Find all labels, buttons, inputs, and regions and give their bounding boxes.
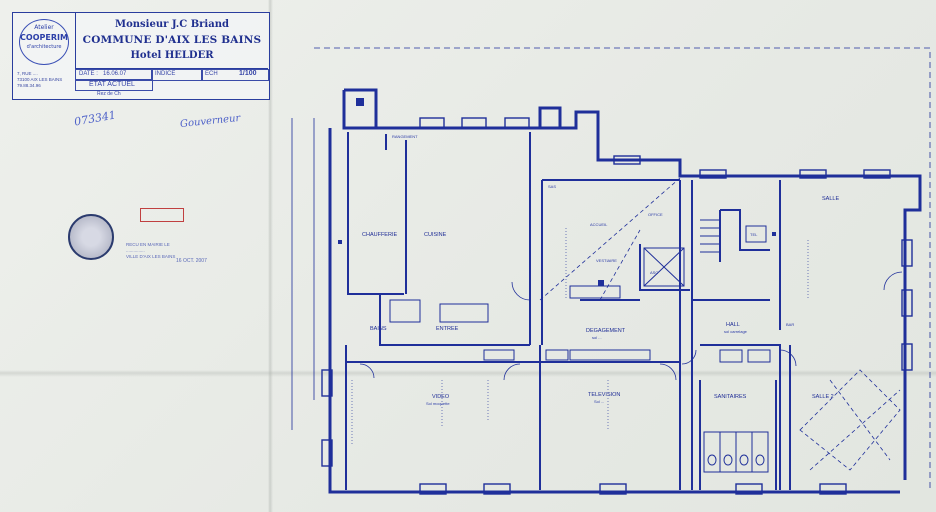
stamp-line2: d'architecture [26, 44, 62, 50]
state-cell [75, 79, 153, 91]
room-accueil: ACCUEIL [590, 222, 608, 227]
room-chaufferie: CHAUFFERIE [362, 232, 397, 238]
room-degagement-floor: sol ... [592, 335, 602, 340]
state-label: ETAT ACTUEL [89, 81, 135, 88]
firm-address: 7, RUE .... 73100 AIX LES BAINS 79.88.34… [17, 71, 71, 89]
room-hall: HALL [726, 322, 740, 328]
title-block: Atelier COOPERIM d'architecture 7, RUE .… [12, 12, 270, 100]
stamp-line1: Atelier [34, 24, 54, 31]
wc-blocks [703, 431, 769, 473]
windows [321, 117, 913, 495]
room-bar: BAR [786, 322, 794, 327]
room-labels: CHAUFFERIE CUISINE BAINS ENTREE DEGAGEME… [362, 134, 839, 406]
room-degagement: DEGAGEMENT [586, 328, 626, 334]
title-main: Monsieur J.C Briand COMMUNE D'AIX LES BA… [75, 13, 268, 69]
boundary-line [291, 118, 315, 430]
room-salle: SALLE [822, 196, 839, 202]
date-cell [75, 69, 153, 81]
scale-label: ECH [205, 71, 218, 77]
reception-stamp: RECU EN MAIRIE LE ............... VILLE … [126, 242, 175, 260]
room-television: TELEVISION [588, 392, 620, 398]
address-line: 7, RUE .... [17, 71, 38, 76]
plan-linework [291, 47, 931, 495]
diagonal-guides [539, 177, 901, 471]
cooperim-stamp: Atelier COOPERIM d'architecture [19, 19, 69, 65]
room-hall-floor: sol carrelage [724, 329, 748, 334]
fixtures [389, 285, 771, 363]
room-rangement: RANGEMENT [392, 134, 418, 139]
red-stamp [140, 208, 184, 222]
room-cuisine: CUISINE [424, 232, 447, 238]
stamp-text-line: ............... [126, 248, 145, 253]
property-line [314, 47, 931, 490]
dimension-lines [351, 228, 809, 446]
level-label: Rez de Ch [97, 91, 121, 97]
scale-cell [201, 69, 269, 81]
outer-walls [328, 88, 922, 494]
client-name: Monsieur J.C Briand [115, 19, 229, 30]
address-line: 73100 AIX LES BAINS [17, 77, 63, 82]
room-asc: ASC [650, 270, 658, 275]
room-video-floor: Sol moquette [426, 401, 450, 406]
stamp-name: COOPERIM [20, 33, 68, 42]
scale-value: 1/100 [239, 70, 257, 77]
room-sanitaires: SANITAIRES [714, 394, 747, 400]
commune-name: COMMUNE D'AIX LES BAINS [82, 34, 262, 46]
date-label: DATE : [79, 71, 98, 77]
room-office: OFFICE [648, 212, 663, 217]
index-cell [151, 69, 203, 81]
room-bains: BAINS [370, 326, 387, 332]
project-name: Hotel HELDER [130, 50, 214, 61]
door-swings [359, 271, 903, 381]
stamp-text-line: RECU EN MAIRIE LE [126, 242, 170, 247]
room-vestiaire: VESTIAIRE [596, 258, 617, 263]
index-label: INDICE [155, 71, 176, 77]
room-video: VIDEO [432, 394, 450, 400]
date-stamp: 16 OCT. 2007 [176, 258, 207, 264]
room-tel: TEL [750, 232, 758, 237]
room-entree: ENTREE [436, 326, 459, 332]
interior-walls [345, 132, 791, 490]
room-television-floor: Sol ... [594, 399, 604, 404]
address-line: 79.88.34.96 [17, 83, 41, 88]
room-sas: SAS [548, 184, 556, 189]
date-value: 16.06.07 [103, 71, 127, 77]
official-seal-icon [68, 214, 114, 260]
pillars [338, 98, 776, 286]
room-salle-2: SALLE 2 [812, 394, 834, 400]
stamp-text-line: VILLE D'AIX LES BAINS [126, 254, 176, 259]
stair [643, 219, 767, 287]
